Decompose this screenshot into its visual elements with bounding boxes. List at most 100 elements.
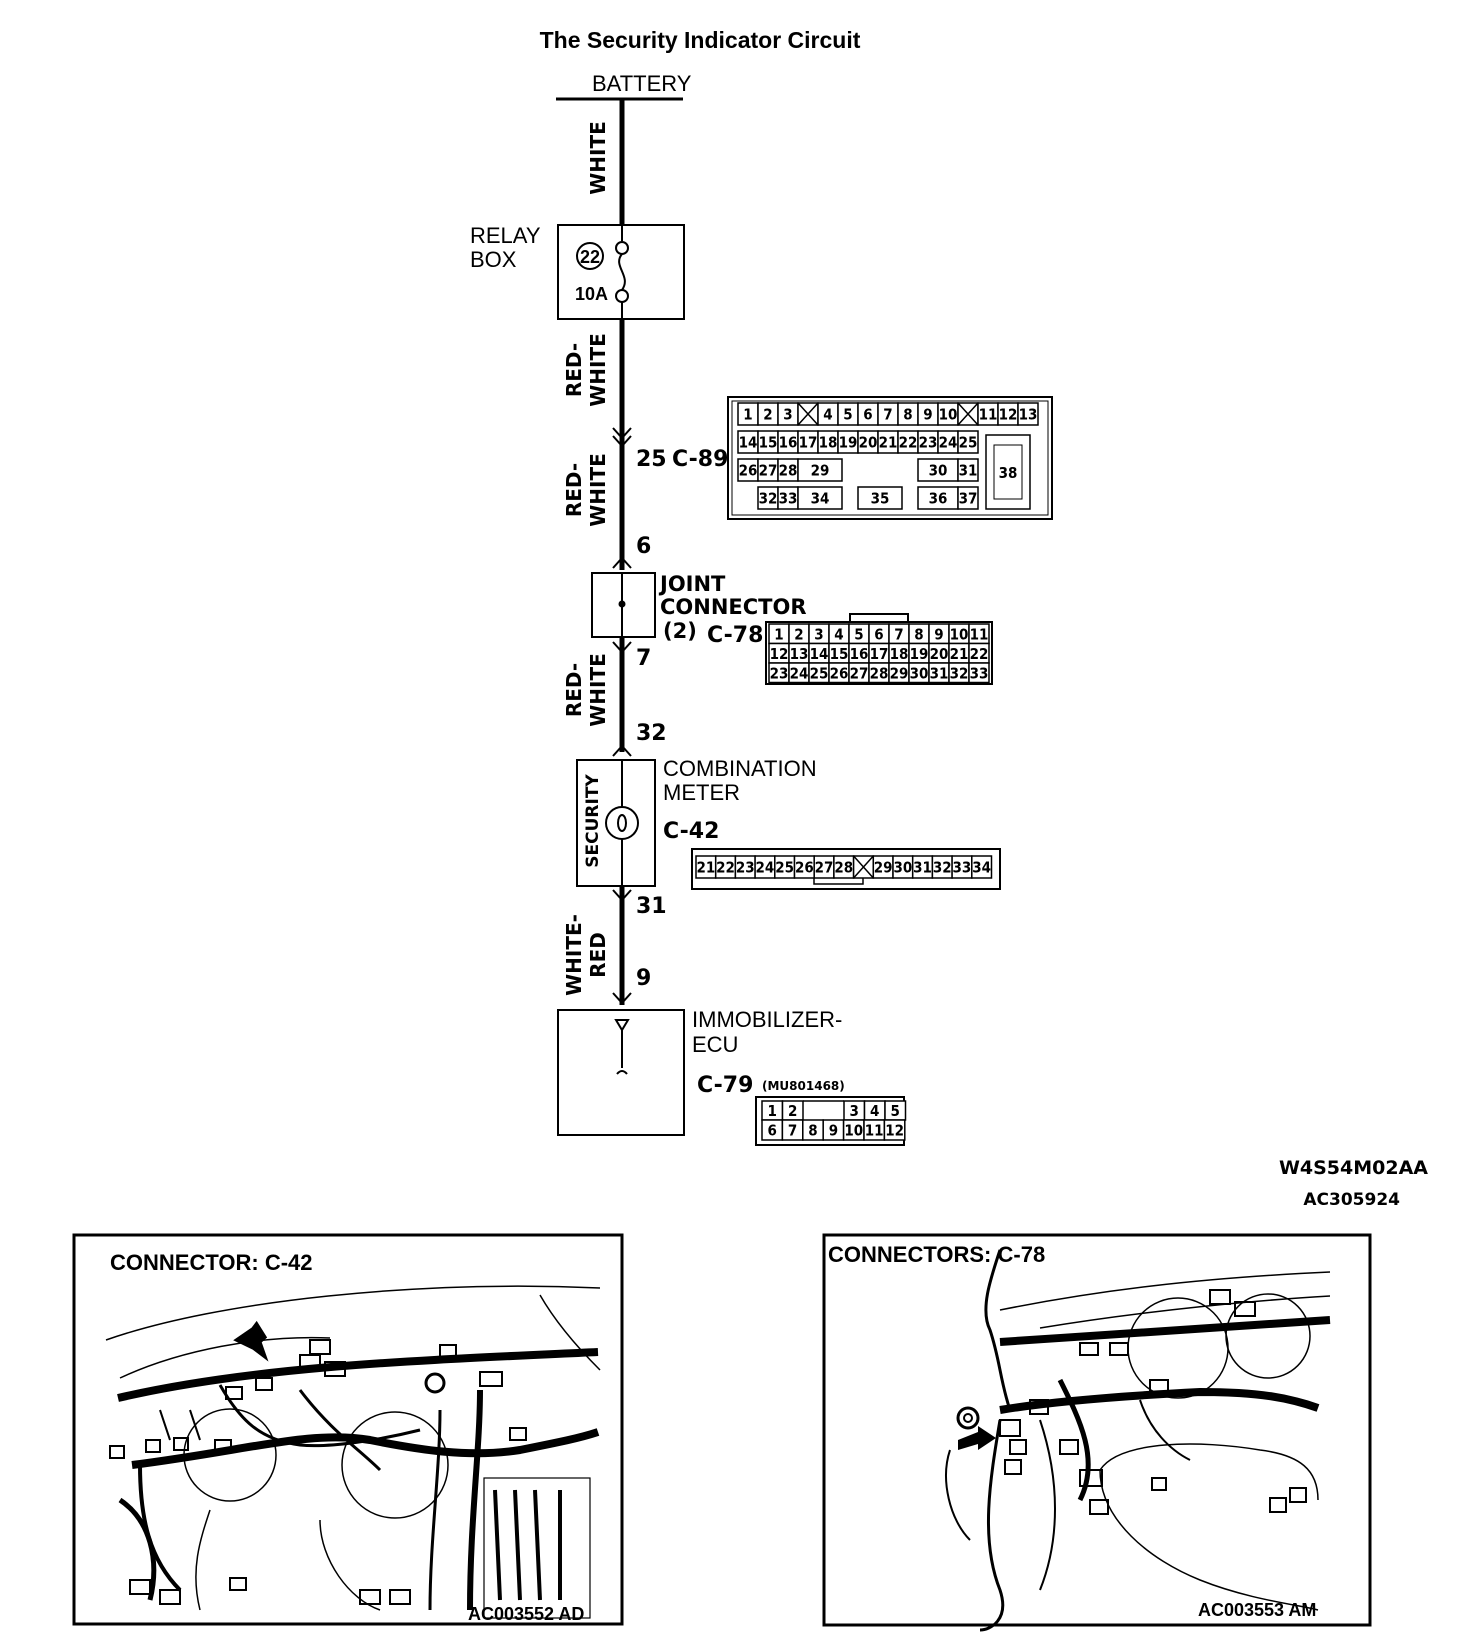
c89-pin-9: 9 [917,402,939,426]
svg-text:13: 13 [790,645,809,663]
svg-text:24: 24 [790,664,809,682]
c42-pin-21: 21 [695,855,717,879]
svg-text:11: 11 [865,1122,884,1140]
svg-text:WHITE-: WHITE- [562,914,586,996]
c42-pin-23: 23 [734,855,756,879]
svg-text:5: 5 [854,625,863,643]
c89-pin-10: 10 [937,402,959,426]
dashboard-harness-illustration-c78 [945,1249,1331,1632]
meter-out-pin: 31 [636,894,667,919]
c78-pin-20: 20 [928,642,950,664]
svg-text:16: 16 [850,645,869,663]
svg-text:10: 10 [950,625,969,643]
svg-text:28: 28 [779,462,798,480]
c89-pin-34: 34 [797,486,843,510]
svg-text:RED-: RED- [562,463,586,517]
svg-text:22: 22 [970,645,989,663]
svg-text:METER: METER [663,780,740,805]
c78-pin-21: 21 [948,642,970,664]
svg-text:18: 18 [890,645,909,663]
wire-color-red-white-3: RED- WHITE [562,653,610,727]
c89-pin-14: 14 [737,430,759,454]
c78-pin-5: 5 [848,623,870,645]
svg-text:AC003553 AM: AC003553 AM [1198,1600,1316,1620]
svg-text:4: 4 [834,625,843,643]
svg-text:26: 26 [739,462,758,480]
c89-pin-12: 12 [997,402,1019,426]
svg-text:19: 19 [910,645,929,663]
wire-color-red-white-1: RED- WHITE [562,333,610,407]
svg-text:14: 14 [810,645,829,663]
svg-text:37: 37 [959,490,978,508]
svg-text:(2): (2) [663,619,697,643]
c79-pin-8: 8 [802,1119,824,1141]
svg-text:1: 1 [774,625,783,643]
svg-text:2: 2 [788,1102,797,1120]
c89-pin-1: 1 [737,402,759,426]
c89-pin-26: 26 [737,458,759,482]
svg-text:24: 24 [939,434,958,452]
location-panel-c42: CONNECTOR: C-42 [72,1233,624,1626]
svg-text:21: 21 [696,859,715,877]
svg-text:22: 22 [899,434,918,452]
c78-pin-17: 17 [868,642,890,664]
svg-text:12: 12 [999,406,1018,424]
jc-out-pin: 7 [636,646,651,671]
c42-pin-33: 33 [951,855,973,879]
fuse-icon [615,225,629,319]
svg-text:33: 33 [970,664,989,682]
c89-pin-36: 36 [917,486,959,510]
c78-pin-27: 27 [848,662,870,684]
svg-text:6: 6 [768,1122,777,1140]
c78-pin-14: 14 [808,642,830,664]
c78-pin-13: 13 [788,642,810,664]
svg-text:JOINT: JOINT [658,572,726,596]
svg-text:30: 30 [910,664,929,682]
c78-pin-29: 29 [888,662,910,684]
svg-text:7: 7 [883,406,892,424]
svg-text:23: 23 [736,859,755,877]
c79-pin-4: 4 [863,1100,886,1121]
c78-pin-30: 30 [908,662,930,684]
svg-text:9: 9 [934,625,943,643]
svg-text:21: 21 [879,434,898,452]
svg-text:17: 17 [799,434,818,452]
connector-symbol-c89 [612,427,632,448]
c89-pin-label: 25 [636,447,667,472]
location-arrow-icon-c78 [958,1426,996,1450]
c89-pin-33: 33 [777,486,799,510]
c89-pin-blank [957,402,979,426]
c89-pin-16: 16 [777,430,799,454]
c78-pin-12: 12 [768,642,790,664]
c89-pin-21: 21 [877,430,899,454]
svg-text:36: 36 [929,490,948,508]
svg-text:RED-: RED- [562,343,586,397]
svg-text:31: 31 [959,462,978,480]
svg-text:13: 13 [1019,406,1038,424]
c42-pin-24: 24 [754,855,776,879]
svg-text:29: 29 [890,664,909,682]
diagram-code: W4S54M02AA [1279,1157,1428,1179]
c78-pin-2: 2 [788,623,810,645]
c89-pin-19: 19 [837,430,859,454]
c78-pin-7: 7 [888,623,910,645]
svg-text:27: 27 [759,462,778,480]
svg-text:8: 8 [914,625,923,643]
c78-pin-23: 23 [768,662,790,684]
c42-pin-32: 32 [931,855,953,879]
svg-text:17: 17 [870,645,889,663]
svg-text:15: 15 [759,434,778,452]
svg-text:32: 32 [950,664,969,682]
c78-pin-28: 28 [868,662,890,684]
svg-text:C-78: C-78 [707,623,763,648]
svg-text:10A: 10A [575,284,608,304]
c89-pin-37: 37 [957,486,979,510]
c89-pin-30: 30 [917,458,959,482]
c78-pin-6: 6 [868,623,890,645]
svg-text:CONNECTOR: CONNECTOR [660,595,807,619]
svg-text:7: 7 [894,625,903,643]
svg-text:18: 18 [819,434,838,452]
svg-text:ECU: ECU [692,1032,738,1057]
svg-text:11: 11 [970,625,989,643]
